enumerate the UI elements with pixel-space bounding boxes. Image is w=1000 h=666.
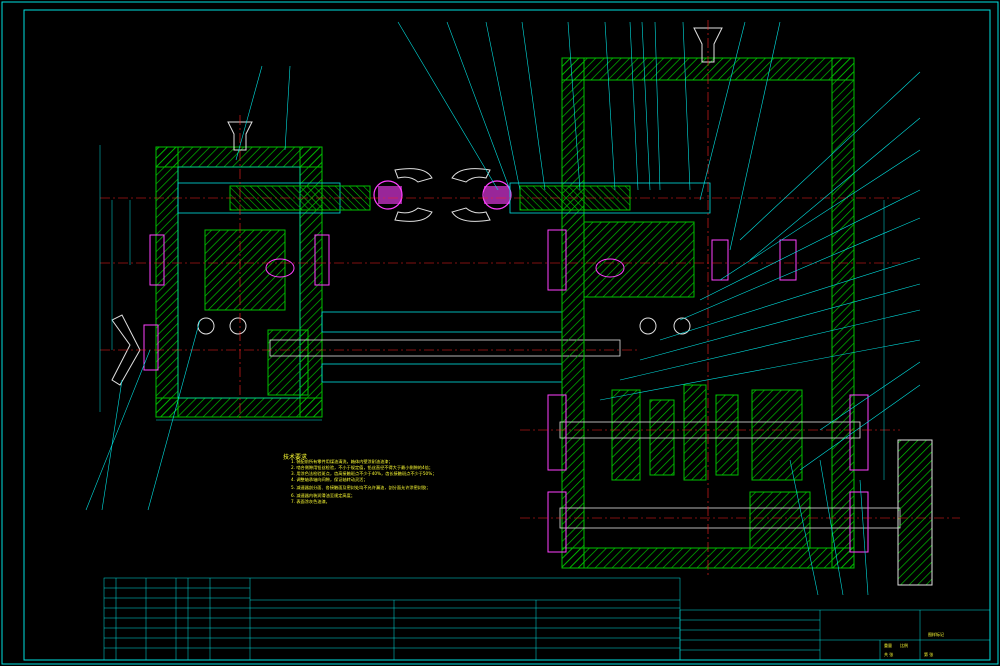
bill-of-materials (103, 577, 681, 661)
title-block-total-sheets: 共 张 (884, 652, 894, 657)
center-lines (100, 20, 960, 575)
right-gearbox (509, 27, 901, 569)
title-block-sheet-number: 第 张 (924, 652, 934, 657)
note-line-2: 2. 啮合侧隙用铅丝检验，不小于规定值，铅丝直径不得大于最小侧隙的4倍； (291, 465, 433, 470)
note-line-4: 4. 调整轴承轴向间隙，保证轴转动灵活； (291, 477, 368, 482)
title-block (679, 609, 991, 661)
dimension-lines (99, 145, 885, 480)
leader-lines (85, 21, 921, 596)
pulley (897, 439, 933, 586)
note-line-1: 1. 装配前所有零件用煤油清洗，箱体内壁涂耐油油漆； (291, 459, 393, 464)
title-block-scale: 比例 (900, 643, 908, 648)
technical-requirements-title: 技术要求 (283, 454, 308, 461)
note-line-5: 5. 减速器剖分面、各接触面及密封处均不允许漏油，剖分面允许涂密封胶； (291, 485, 431, 490)
left-gearbox (111, 121, 371, 418)
right-gripper (451, 168, 512, 222)
left-gripper (373, 168, 433, 222)
note-line-6: 6. 减速器内装润滑油至规定高度； (291, 493, 355, 498)
note-line-3: 3. 用涂色法检验斑点，齿高接触斑点不少于40%，齿长接触斑点不少于50%； (291, 471, 437, 476)
note-line-7: 7. 表面涂灰色油漆。 (291, 499, 330, 504)
title-block-drawing-mark: 图样标记 (928, 632, 944, 637)
title-block-weight: 重量 (884, 643, 892, 648)
